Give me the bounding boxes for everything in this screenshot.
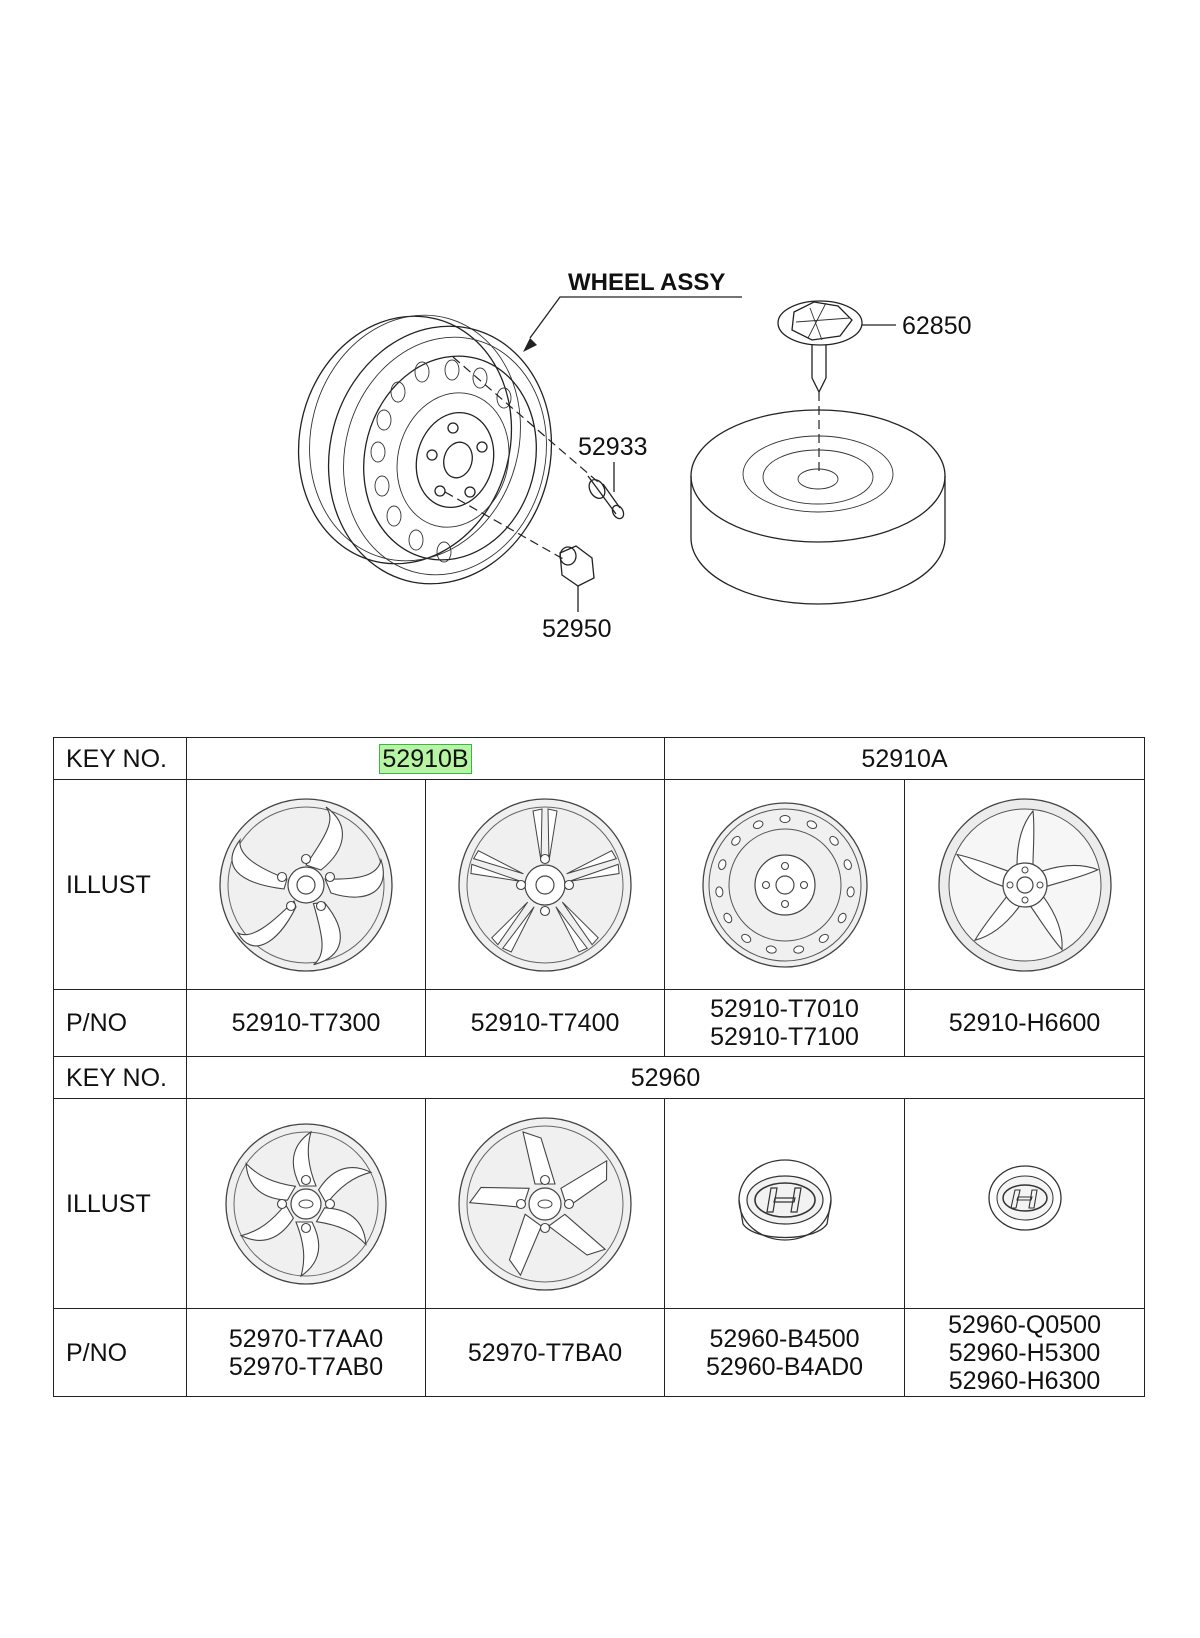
wheel-assy-arrowhead [523, 338, 537, 352]
valve-leader-dashed [452, 356, 599, 483]
wheel-cover-star-icon [458, 1116, 632, 1291]
key-52910b-cell: 52910B [185, 737, 666, 780]
illust-steel-wheel [664, 779, 906, 990]
illust-row-2: ILLUST [53, 1098, 1146, 1309]
part-number[interactable]: 52960-Q0500 [948, 1310, 1101, 1339]
pno-cell-1-2: 52910-T7400 [424, 989, 666, 1057]
pno-cell-2-1: 52970-T7AA0 52970-T7AB0 [186, 1308, 426, 1397]
pno-cell-2-3: 52960-B4500 52960-B4AD0 [664, 1308, 906, 1397]
pno-cell-2-4: 52960-Q0500 52960-H5300 52960-H6300 [904, 1308, 1146, 1397]
pno-row-1: P/NO 52910-T7300 52910-T7400 52910-T7010… [53, 989, 1146, 1057]
part-number[interactable]: 52960-B4500 [709, 1324, 860, 1353]
illust-center-cap-small [904, 1098, 1146, 1309]
steel-wheel-icon [701, 801, 868, 968]
key-52910b-highlight[interactable]: 52910B [379, 743, 472, 774]
valve-callout: 52933 [578, 433, 648, 461]
part-number[interactable]: 52910-H6600 [948, 1009, 1101, 1037]
pno-cell-2-2: 52970-T7BA0 [424, 1308, 666, 1397]
wheel-exploded-diagram: WHEEL ASSY [297, 269, 972, 643]
wheel-cover-swirl-icon [225, 1122, 387, 1285]
key-label-2: KEY NO. [53, 1056, 187, 1099]
part-number[interactable]: 52910-T7100 [710, 1023, 859, 1051]
part-number[interactable]: 52910-T7010 [710, 995, 859, 1023]
wheel-assy-leader [529, 296, 742, 339]
illust-five-spoke-wheel [904, 779, 1146, 990]
nut-leader-dashed [444, 491, 566, 561]
lug-nut-drawing [559, 545, 595, 612]
part-number[interactable]: 52970-T7AB0 [228, 1352, 384, 1381]
key-52960-cell: 52960 [185, 1056, 1146, 1099]
part-number[interactable]: 52960-H6300 [948, 1366, 1101, 1395]
illust-label-2: ILLUST [53, 1098, 187, 1309]
part-number[interactable]: 52910-T7400 [470, 1009, 620, 1037]
illust-alloy-wheel-2 [424, 779, 666, 990]
part-number[interactable]: 52970-T7BA0 [467, 1338, 623, 1367]
illust-alloy-wheel-1 [186, 779, 426, 990]
key-label-1: KEY NO. [53, 737, 187, 780]
illust-label-1: ILLUST [53, 779, 187, 990]
wheel-assy-title: WHEEL ASSY [568, 269, 725, 296]
pno-cell-1-1: 52910-T7300 [186, 989, 426, 1057]
spare-tire-drawing [690, 409, 946, 605]
center-cap-callout: 62850 [902, 312, 972, 340]
lug-nut-callout: 52950 [542, 615, 612, 643]
key-row-2: KEY NO. 52960 [53, 1056, 1146, 1099]
part-number[interactable]: 52970-T7AA0 [228, 1324, 384, 1353]
illust-center-cap-large [664, 1098, 906, 1309]
alloy-wheel-swirl-icon [219, 797, 393, 972]
key-row-1: KEY NO. 52910B 52910A [53, 737, 1146, 780]
alloy-wheel-multispoke-icon [458, 797, 632, 972]
hyundai-center-cap-large-icon [737, 1158, 832, 1241]
hyundai-center-cap-small-icon [987, 1164, 1062, 1231]
pno-label-2: P/NO [53, 1308, 187, 1397]
illust-wheel-cover-1 [186, 1098, 426, 1309]
key-52910a-cell: 52910A [664, 737, 1146, 780]
part-number[interactable]: 52910-T7300 [231, 1009, 381, 1037]
pno-label-1: P/NO [53, 989, 187, 1057]
part-number[interactable]: 52960-B4AD0 [705, 1352, 864, 1381]
steel-wheel-drawing [297, 314, 553, 585]
part-number[interactable]: 52960-H5300 [948, 1338, 1101, 1367]
illust-row-1: ILLUST [53, 779, 1146, 990]
pno-row-2: P/NO 52970-T7AA0 52970-T7AB0 52970-T7BA0… [53, 1308, 1146, 1397]
pno-cell-1-3: 52910-T7010 52910-T7100 [664, 989, 906, 1057]
five-spoke-wheel-icon [937, 797, 1112, 972]
center-cap-drawing [777, 300, 896, 394]
parts-table: KEY NO. 52910B 52910A ILLUST [53, 737, 1146, 1397]
pno-cell-1-4: 52910-H6600 [904, 989, 1146, 1057]
valve-stem-drawing [587, 462, 625, 520]
illust-wheel-cover-2 [424, 1098, 666, 1309]
